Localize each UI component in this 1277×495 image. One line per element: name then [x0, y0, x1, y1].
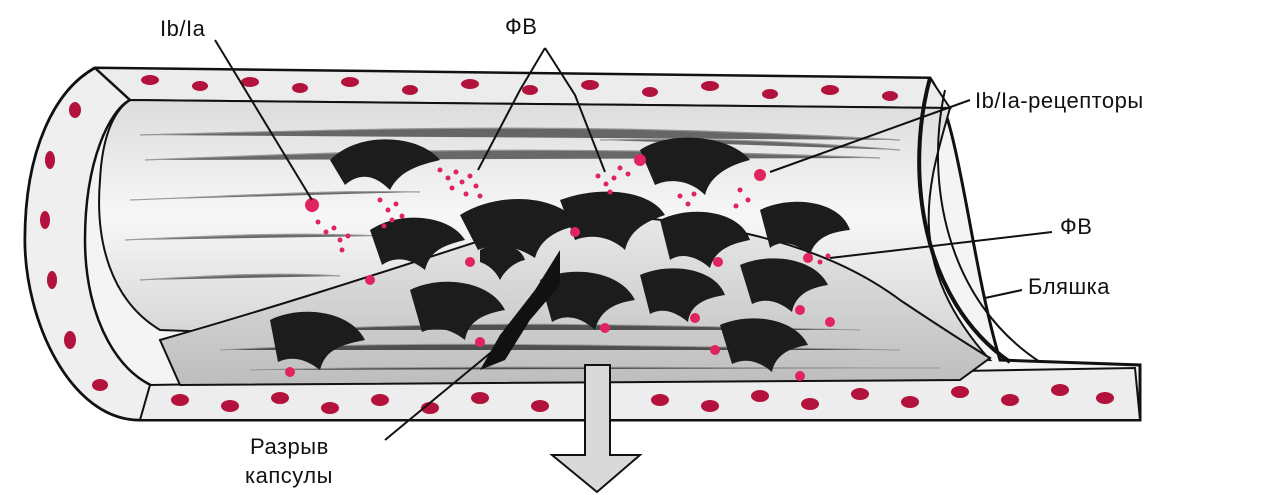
label-rupture-line2: капсулы [245, 463, 333, 489]
label-fv-top: ФВ [505, 14, 537, 40]
label-receptors: Ib/Ia-рецепторы [975, 88, 1144, 114]
label-gp-iib-iiia: Ib/Ia [160, 16, 205, 42]
label-fv-right: ФВ [1060, 214, 1092, 240]
label-plaque: Бляшка [1028, 274, 1110, 300]
label-rupture-line1: Разрыв [250, 434, 329, 460]
